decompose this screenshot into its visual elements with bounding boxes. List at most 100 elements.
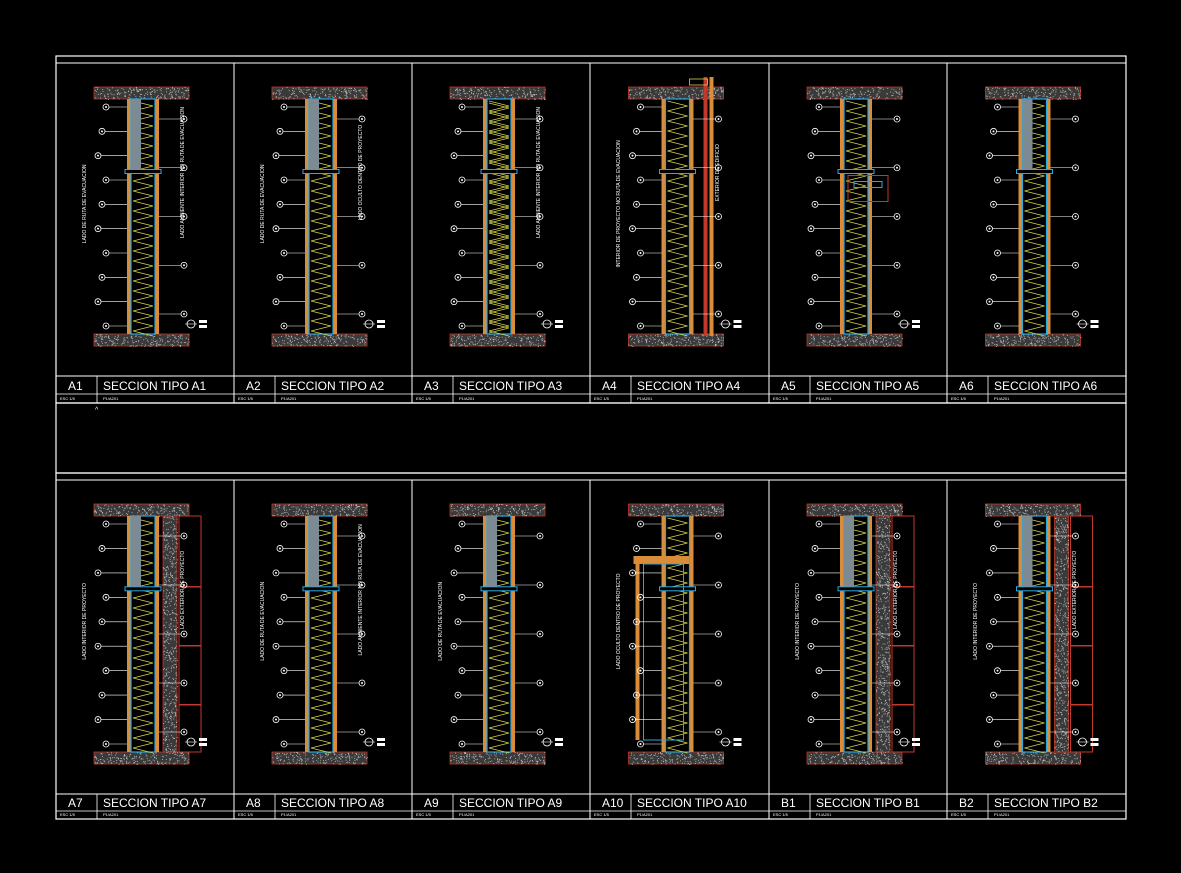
wall-section-drawing bbox=[271, 503, 385, 765]
callout-left bbox=[629, 716, 662, 723]
board-layer-left bbox=[1018, 516, 1023, 752]
caret-mark: ^ bbox=[95, 407, 99, 414]
steel-stud bbox=[664, 515, 691, 753]
mid-joint bbox=[302, 586, 340, 592]
mid-joint bbox=[837, 586, 875, 592]
callout-left bbox=[276, 691, 305, 699]
callout-left bbox=[458, 520, 483, 528]
callout-left bbox=[994, 520, 1019, 528]
callout-left bbox=[102, 667, 127, 675]
callout-left bbox=[94, 152, 127, 160]
callout-left bbox=[280, 593, 305, 601]
callout-right bbox=[693, 213, 722, 220]
steel-stud bbox=[130, 515, 156, 753]
detail-panel-a3: LADO AMBIENTE INTERIOR NO RUTA DE EVACUA… bbox=[411, 62, 591, 404]
board-layer-right bbox=[689, 99, 694, 334]
board-layer-right bbox=[868, 99, 872, 334]
callout-left bbox=[94, 642, 127, 650]
wall-section-drawing bbox=[806, 503, 920, 765]
section-code-label: A6 bbox=[959, 379, 974, 393]
callout-left bbox=[450, 225, 483, 233]
callout-right bbox=[337, 213, 366, 220]
bottom-slab bbox=[271, 333, 368, 347]
callout-left bbox=[633, 618, 662, 626]
top-slab bbox=[449, 86, 546, 100]
callout-left bbox=[990, 273, 1019, 281]
sheet-ref: P1/A201 bbox=[103, 812, 119, 817]
board-layer-left bbox=[127, 99, 131, 334]
section-code-label: A3 bbox=[424, 379, 439, 393]
callout-left bbox=[450, 152, 483, 160]
callout-right bbox=[159, 310, 188, 318]
callout-left bbox=[815, 322, 840, 330]
callout-left bbox=[454, 127, 483, 135]
sheet-ref: P1/A201 bbox=[816, 396, 832, 401]
callout-right bbox=[693, 532, 722, 540]
panel-border bbox=[946, 62, 1127, 404]
left-side-note: LADO INTERIOR DE PROYECTO bbox=[973, 583, 979, 660]
scale-note: ESC 1/5 bbox=[416, 812, 432, 817]
right-side-note: EXTERIOR DE EDIFICIO bbox=[715, 144, 721, 201]
callout-left bbox=[98, 200, 127, 208]
upper-block bbox=[309, 516, 319, 587]
callout-left bbox=[811, 545, 840, 552]
scale-note: ESC 1/5 bbox=[951, 396, 967, 401]
callout-left bbox=[807, 716, 840, 723]
callout-left bbox=[272, 569, 305, 577]
callout-left bbox=[454, 200, 483, 208]
section-title-label: SECCION TIPO A4 bbox=[637, 379, 740, 393]
bottom-slab bbox=[271, 751, 368, 765]
mid-joint bbox=[302, 169, 340, 174]
section-title-label: SECCION TIPO B1 bbox=[816, 796, 920, 810]
wall-section-drawing bbox=[628, 77, 742, 347]
board-layer-left bbox=[483, 99, 487, 334]
callout-right bbox=[159, 115, 188, 123]
mid-joint bbox=[1016, 169, 1053, 174]
top-slab bbox=[628, 86, 724, 100]
callout-right bbox=[693, 310, 722, 318]
left-side-note: LADO OCULTO DENTRO DE PROYECTO bbox=[616, 573, 622, 669]
wall-section-drawing bbox=[93, 503, 207, 765]
callout-right bbox=[159, 728, 188, 736]
right-side-note: LADO AMBIENTE INTERIOR NO RUTA DE EVACUA… bbox=[358, 524, 364, 656]
callout-left bbox=[811, 618, 840, 626]
callout-left bbox=[102, 103, 127, 111]
callout-left bbox=[629, 152, 662, 160]
section-title-label: SECCION TIPO A7 bbox=[103, 796, 206, 810]
callout-left bbox=[102, 593, 127, 601]
level-marker bbox=[898, 319, 920, 329]
mid-joint bbox=[1016, 586, 1053, 592]
callout-left bbox=[815, 593, 840, 601]
callout-left bbox=[272, 225, 305, 233]
callout-right bbox=[872, 213, 901, 220]
callout-left bbox=[990, 127, 1019, 135]
section-code-label: A5 bbox=[781, 379, 796, 393]
section-code-label: B2 bbox=[959, 796, 974, 810]
callout-left bbox=[807, 642, 840, 650]
callout-left bbox=[450, 298, 483, 306]
section-code-label: A1 bbox=[68, 379, 83, 393]
callout-left bbox=[450, 716, 483, 723]
sheet-ref: P1/A201 bbox=[994, 812, 1010, 817]
callout-left bbox=[633, 200, 662, 208]
callout-left bbox=[98, 545, 127, 552]
callout-left bbox=[637, 249, 662, 257]
level-marker bbox=[185, 737, 207, 747]
section-title-label: SECCION TIPO A8 bbox=[281, 796, 384, 810]
callout-left bbox=[633, 127, 662, 135]
section-code-label: A7 bbox=[68, 796, 83, 810]
level-marker bbox=[1076, 737, 1099, 747]
callout-left bbox=[994, 103, 1019, 111]
callout-left bbox=[990, 200, 1019, 208]
sheet-ref: P1/A201 bbox=[816, 812, 832, 817]
mid-joint bbox=[480, 586, 518, 592]
callout-left bbox=[280, 740, 305, 748]
top-slab bbox=[806, 503, 903, 517]
right-side-note: LADO EXTERIOR DE PROYECTO bbox=[893, 551, 899, 629]
board-layer-left bbox=[127, 516, 131, 752]
callout-left bbox=[633, 691, 662, 699]
